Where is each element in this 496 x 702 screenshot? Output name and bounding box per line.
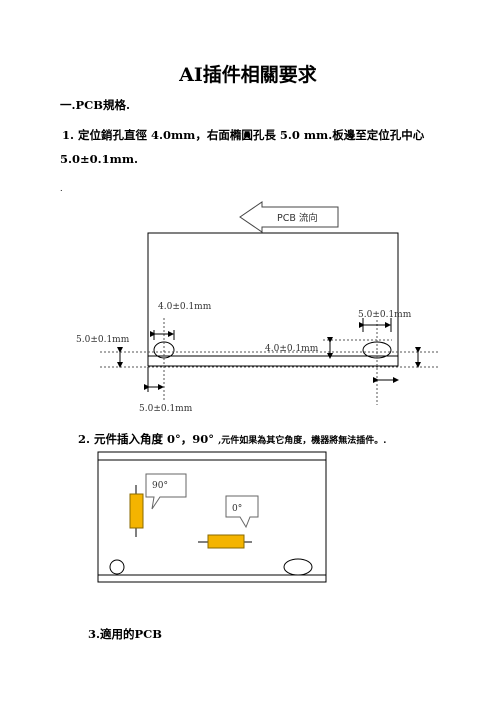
section-heading-pcb-spec: 一.PCB規格. xyxy=(60,98,131,112)
bubble-90-shape xyxy=(145,473,187,510)
item1-line1: 1. 定位銷孔直徑 4.0mm，右面橢圓孔長 5.0 mm.板邊至定位孔中心 xyxy=(62,128,425,142)
item2-main-text: 元件插入角度 0°，90° xyxy=(94,432,215,446)
item1-line2: 5.0±0.1mm. xyxy=(60,152,138,166)
item2-rest-text: ,元件如果為其它角度，機器將無法插件。. xyxy=(218,436,387,446)
component-vertical xyxy=(129,493,144,529)
angle-oval-slot xyxy=(283,558,313,576)
stray-dot: . xyxy=(60,184,63,193)
page-title: AI插件相關要求 xyxy=(179,64,317,86)
dim-bottom: 5.0±0.1mm xyxy=(139,404,193,414)
item2-line: 2. 元件插入角度 0°，90° ,元件如果為其它角度，機器將無法插件。. xyxy=(78,431,386,447)
bubble-90-label: 90° xyxy=(152,481,168,491)
item3-text: 3.適用的PCB xyxy=(88,627,163,641)
pcb-board xyxy=(147,232,399,367)
flow-arrow-shape xyxy=(239,201,339,233)
bubble-0-label: 0° xyxy=(232,504,242,514)
flow-label: PCB 流向 xyxy=(277,212,318,224)
dim-slot-width: 4.0±0.1mm xyxy=(265,344,319,354)
dim-slot-length: 5.0±0.1mm xyxy=(358,310,412,320)
bubble-0-shape xyxy=(225,495,259,529)
dim-left-edge: 5.0±0.1mm xyxy=(76,335,130,345)
angle-locating-hole xyxy=(109,559,125,575)
dim-hole-diameter: 4.0±0.1mm xyxy=(158,302,212,312)
component-horizontal xyxy=(207,534,245,549)
item2-number: 2. xyxy=(78,432,91,446)
